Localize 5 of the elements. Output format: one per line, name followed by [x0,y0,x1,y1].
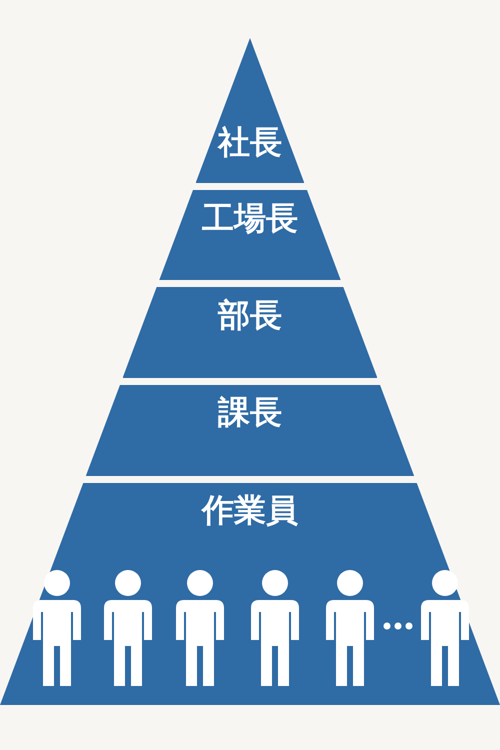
tier-label: 社長 [216,122,283,162]
tier-label: 工場長 [200,198,299,238]
tier-label: 課長 [216,392,283,432]
tier-label: 部長 [216,295,283,335]
tier-label: 作業員 [200,490,299,530]
